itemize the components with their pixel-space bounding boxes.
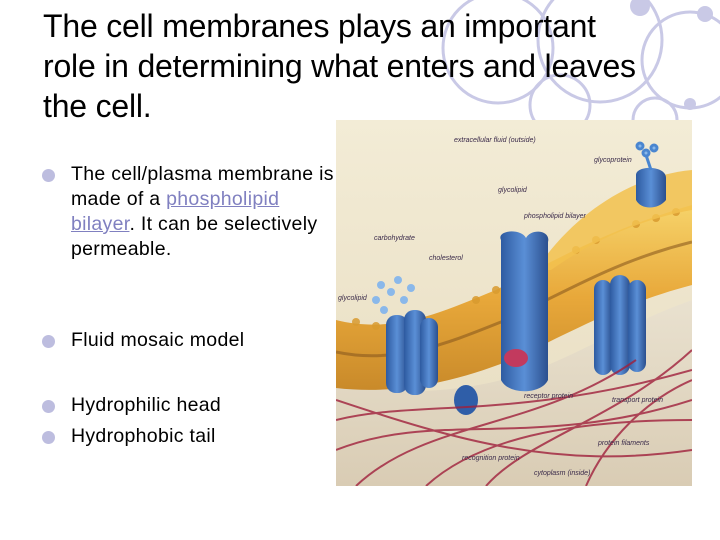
bullet-icon [42,335,55,348]
bullet-text: Hydrophilic head [71,394,222,416]
bullet-text-part: The cell/plasma membrane is made of a [71,163,334,210]
label-carbohydrate: carbohydrate [374,235,415,242]
label-cholesterol: cholesterol [429,255,463,262]
bullet-text: Fluid mosaic model [71,329,245,351]
cell-membrane-diagram: extracellular fluid (outside) glycoprote… [336,120,692,486]
label-phospholipid-bilayer: phospholipid bilayer [523,213,587,220]
glycoprotein [636,167,666,208]
label-transport-protein: transport protein [612,397,663,404]
label-glycoprotein: glycoprotein [594,157,632,164]
peripheral-protein [454,385,478,415]
protein-filaments [336,349,692,486]
bullet-icon [42,169,55,182]
label-receptor-protein: receptor protein [524,393,573,400]
transport-protein-left [386,310,438,395]
carbohydrate-chain-left [372,276,415,314]
carbohydrate-chain [635,141,659,171]
label-protein-filaments: protein filaments [597,440,650,447]
bullet-icon [42,400,55,413]
receptor-protein-center [500,231,549,392]
cholesterol-molecule [504,349,528,367]
label-extracellular: extracellular fluid (outside) [454,137,536,144]
bullet-text-part: . It can be selectively permeable. [71,213,318,260]
membrane-illustration: extracellular fluid (outside) glycoprote… [336,120,692,486]
label-recognition-protein: recognition protein [462,455,520,462]
label-cytoplasm: cytoplasm (inside) [534,470,590,477]
bullet-text: Hydrophobic tail [71,425,216,447]
transport-protein-right [594,275,646,375]
bullet-icon [42,431,55,444]
phospholipid-bilayer-link[interactable]: phospholipid bilayer [71,188,280,235]
label-glycolipid: glycolipid [498,187,528,194]
bullet-text: The cell/plasma membrane is made of a ph… [71,162,341,262]
label-glycolipid-2: glycolipid [338,295,368,302]
slide-title: The cell membranes plays an important ro… [43,8,636,124]
